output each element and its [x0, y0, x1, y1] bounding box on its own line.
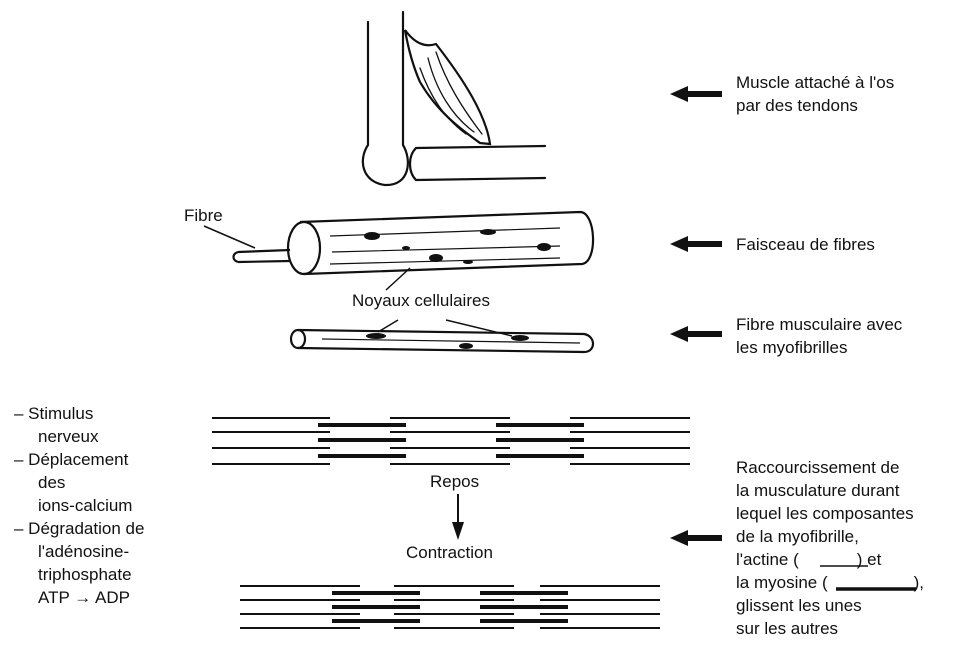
racc-line-7: glissent les unes	[736, 594, 924, 617]
actin-text: l'actine (	[736, 550, 799, 569]
myosin-text-end: ),	[914, 573, 924, 592]
racc-line-2: la musculature durant	[736, 479, 924, 502]
list-item: ions-calcium	[14, 494, 144, 517]
racc-line-5: l'actine ( ) et	[736, 548, 924, 571]
racc-line-3: lequel les composantes	[736, 502, 924, 525]
racc-line-1: Raccourcissement de	[736, 456, 924, 479]
racc-line-4: de la myofibrille,	[736, 525, 924, 548]
pointer-arrows	[670, 86, 722, 546]
label-fibre-musc-line1: Fibre musculaire avec	[736, 313, 902, 336]
label-contraction: Contraction	[406, 541, 493, 564]
label-noyaux: Noyaux cellulaires	[352, 289, 490, 312]
list-item: ATP → ADP	[14, 586, 144, 609]
left-arrow-icon	[670, 530, 722, 546]
label-repos: Repos	[430, 470, 479, 493]
label-muscle: Muscle attaché à l'os par des tendons	[736, 71, 894, 117]
label-fibre: Fibre	[184, 204, 223, 227]
list-item: l'adénosine-	[14, 540, 144, 563]
label-fibre-musc-line2: les myofibrilles	[736, 336, 902, 359]
bone-muscle-illustration	[363, 12, 545, 185]
myosin-text: la myosine (	[736, 573, 828, 592]
label-muscle-line2: par des tendons	[736, 94, 894, 117]
label-muscle-line1: Muscle attaché à l'os	[736, 71, 894, 94]
fiber-bundle-illustration	[204, 212, 593, 290]
racc-line-8: sur les autres	[736, 617, 924, 640]
sarcomere-rest	[212, 418, 690, 464]
down-arrow-icon	[452, 494, 464, 540]
list-item: des	[14, 471, 144, 494]
left-arrow-icon	[670, 86, 722, 102]
actin-text-end: ) et	[857, 550, 882, 569]
left-process-list: – Stimulus nerveux – Déplacement des ion…	[14, 402, 144, 609]
list-item: – Stimulus	[14, 402, 144, 425]
left-arrow-icon	[670, 236, 722, 252]
left-arrow-icon	[670, 326, 722, 342]
list-item: – Dégradation de	[14, 517, 144, 540]
list-item: – Déplacement	[14, 448, 144, 471]
label-fibre-musculaire: Fibre musculaire avec les myofibrilles	[736, 313, 902, 359]
label-faisceau: Faisceau de fibres	[736, 233, 875, 256]
sarcomere-contraction	[240, 586, 660, 628]
list-item: nerveux	[14, 425, 144, 448]
muscle-fiber-illustration	[291, 320, 593, 352]
racc-line-6: la myosine (),	[736, 571, 924, 594]
list-item: triphosphate	[14, 563, 144, 586]
label-raccourcissement: Raccourcissement de la musculature duran…	[736, 456, 924, 640]
